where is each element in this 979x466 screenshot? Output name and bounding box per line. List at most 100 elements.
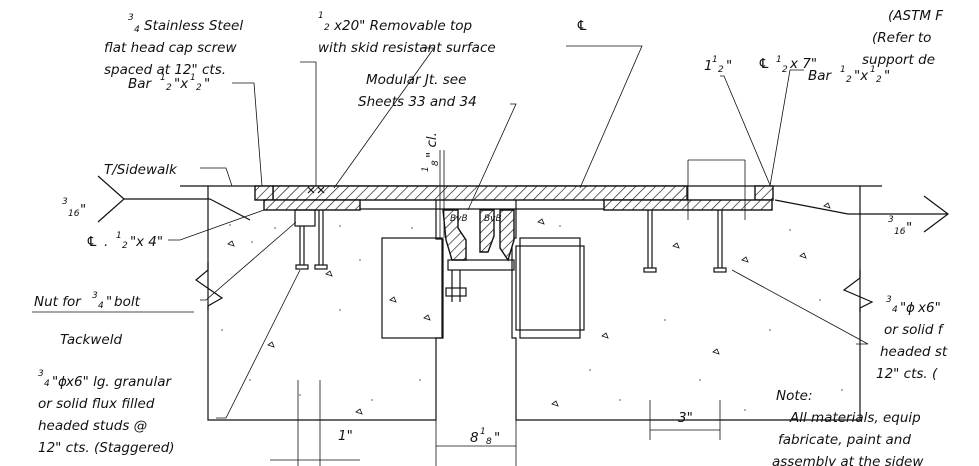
astm-label-1: (ASTM F xyxy=(888,8,943,24)
svg-text:1: 1 xyxy=(870,65,876,75)
right-concrete-slab xyxy=(511,185,861,421)
modular-joint: BvB BvB xyxy=(381,209,585,339)
svg-text:": " xyxy=(106,294,112,310)
svg-text:1: 1 xyxy=(318,11,324,21)
svg-text:1: 1 xyxy=(421,166,431,172)
stud-left-label-1: x6" lg. granular xyxy=(65,374,173,390)
note-line-1: All materials, equip xyxy=(789,410,921,426)
svg-text:2: 2 xyxy=(324,23,330,33)
svg-text:": " xyxy=(80,202,86,218)
nut-label: Nut for xyxy=(34,294,82,310)
dim-one-inch: 1" xyxy=(338,428,353,444)
screw-label-1: Stainless Steel xyxy=(144,18,243,34)
nut-suffix: bolt xyxy=(114,294,141,310)
right-studs xyxy=(643,210,727,273)
svg-text:1: 1 xyxy=(840,65,846,75)
svg-text:"x: "x xyxy=(854,68,869,84)
svg-text:1: 1 xyxy=(160,73,166,83)
svg-text:": " xyxy=(204,76,210,92)
astm-label-2: (Refer to xyxy=(872,30,931,46)
svg-text:16: 16 xyxy=(68,209,80,219)
svg-text:": " xyxy=(52,374,58,390)
pl-right-symbol: ℄ xyxy=(758,56,770,72)
screw-fraction-num: 3 xyxy=(128,13,134,23)
right-weld-symbol xyxy=(774,195,949,233)
svg-text:": " xyxy=(726,58,732,74)
stud-right-label-3: headed st xyxy=(880,344,948,360)
svg-text:": " xyxy=(900,300,906,316)
right-break-line xyxy=(842,270,874,312)
dim-one-half: 1 xyxy=(704,58,713,74)
svg-text:3: 3 xyxy=(92,291,98,301)
svg-text:1: 1 xyxy=(776,55,782,65)
svg-text:2: 2 xyxy=(166,83,172,93)
screw-fraction-den: 4 xyxy=(134,25,140,35)
svg-text:2: 2 xyxy=(718,65,724,75)
plate-symbol: ℄ xyxy=(576,18,588,34)
dim-three-inch: 3" xyxy=(678,410,693,426)
weld-left-num: 3 xyxy=(62,197,68,207)
top-plate-label-1: x20" Removable top xyxy=(333,18,472,34)
note-line-3: assembly at the sidew xyxy=(772,454,924,466)
svg-text:BvB: BvB xyxy=(484,214,502,224)
left-bottom-plate xyxy=(263,199,361,211)
svg-text:"x: "x xyxy=(174,76,189,92)
stud-right-label-2: or solid f xyxy=(884,322,945,338)
sidewalk-label: T/Sidewalk xyxy=(104,162,178,178)
stud-left-label-4: 12" cts. (Staggered) xyxy=(38,440,175,456)
top-plate-label-2: with skid resistant surface xyxy=(318,40,496,56)
bar-left-label: Bar xyxy=(128,76,153,92)
dim-eight-eighth: 8 xyxy=(470,430,479,446)
left-weld-symbol xyxy=(97,175,251,223)
svg-text:1: 1 xyxy=(116,231,122,241)
svg-text:2: 2 xyxy=(846,75,852,85)
svg-text:4: 4 xyxy=(892,305,898,315)
note-line-2: fabricate, paint and xyxy=(778,432,911,448)
svg-text:2: 2 xyxy=(122,241,128,251)
pl-left-symbol: ℄ xyxy=(86,234,98,250)
screw-label-3: spaced at 12" cts. xyxy=(104,62,226,78)
bar-right-label: Bar xyxy=(808,68,833,84)
svg-text:": " xyxy=(884,68,890,84)
svg-text:": " xyxy=(494,430,500,446)
svg-text:x 4": x 4" xyxy=(135,234,163,250)
pl-left-label: " xyxy=(130,234,136,250)
svg-text:8: 8 xyxy=(431,160,441,166)
svg-text:1: 1 xyxy=(190,73,196,83)
svg-text:4: 4 xyxy=(98,301,104,311)
modular-label-1: Modular Jt. see xyxy=(366,72,466,88)
svg-text:2: 2 xyxy=(876,75,882,85)
stud-right-label-1: x6" xyxy=(917,300,941,316)
svg-text:BvB: BvB xyxy=(450,214,468,224)
left-bar xyxy=(254,185,274,201)
stud-left-label-3: headed studs @ xyxy=(38,418,147,434)
svg-text:16: 16 xyxy=(894,227,906,237)
right-bar xyxy=(754,185,774,201)
svg-text:": " xyxy=(906,220,912,236)
svg-text:1: 1 xyxy=(480,427,486,437)
svg-text:2: 2 xyxy=(782,65,788,75)
dimension-lines xyxy=(270,150,746,466)
svg-text:4: 4 xyxy=(44,379,50,389)
leader-lines xyxy=(168,45,869,419)
tackweld-label: Tackweld xyxy=(60,332,122,348)
note-title: Note: xyxy=(776,388,813,404)
pl-right-label: x 7" xyxy=(789,56,817,72)
cap-screw-icon xyxy=(307,186,315,194)
phi-left: ϕ xyxy=(58,374,67,390)
modular-label-2: Sheets 33 and 34 xyxy=(358,94,477,110)
cl-dimension: 1 8 " cl. xyxy=(421,132,441,172)
stud-left-label-2: or solid flux filled xyxy=(38,396,155,412)
svg-text:1: 1 xyxy=(712,55,718,65)
svg-text:8: 8 xyxy=(486,437,492,447)
stud-right-label-4: 12" cts. ( xyxy=(876,366,938,382)
astm-label-3: support de xyxy=(862,52,935,68)
left-break-line xyxy=(195,262,224,310)
svg-text:3: 3 xyxy=(38,369,44,379)
svg-text:.: . xyxy=(104,234,108,250)
concrete-aggregate-stipple xyxy=(221,202,843,415)
phi-right: ϕ xyxy=(906,300,915,316)
svg-text:2: 2 xyxy=(196,83,202,93)
removable-top-plate xyxy=(272,185,688,201)
